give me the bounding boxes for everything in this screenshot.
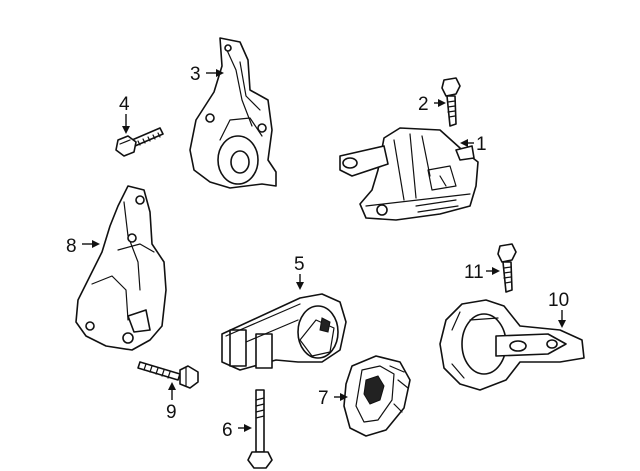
callout-4: 4 bbox=[119, 94, 130, 134]
callout-6-label: 6 bbox=[222, 420, 233, 441]
part-6-bolt bbox=[247, 389, 273, 469]
callout-7: 7 bbox=[318, 388, 348, 409]
part-1-engine-mount bbox=[339, 127, 479, 221]
part-10-mount bbox=[439, 299, 585, 391]
callout-6: 6 bbox=[222, 420, 252, 441]
part-8-bracket bbox=[75, 185, 167, 351]
callout-3: 3 bbox=[190, 64, 224, 85]
part-9-bolt bbox=[137, 361, 199, 389]
callout-8: 8 bbox=[66, 236, 100, 257]
callout-11-label: 11 bbox=[464, 262, 484, 283]
part-2-bolt bbox=[441, 77, 461, 127]
part-7-heat-shield bbox=[343, 355, 411, 437]
part-3-mount-bracket bbox=[189, 37, 277, 189]
callout-2: 2 bbox=[418, 94, 446, 115]
part-5-transmission-mount bbox=[221, 293, 347, 371]
callout-1-label: 1 bbox=[476, 134, 487, 155]
callout-10: 10 bbox=[548, 290, 569, 328]
callout-5: 5 bbox=[294, 254, 305, 290]
callout-7-label: 7 bbox=[318, 388, 329, 409]
callout-11: 11 bbox=[464, 262, 500, 283]
callout-4-label: 4 bbox=[119, 94, 130, 115]
callout-8-label: 8 bbox=[66, 236, 77, 257]
callout-9: 9 bbox=[166, 382, 177, 423]
callout-10-label: 10 bbox=[548, 290, 569, 311]
callout-2-label: 2 bbox=[418, 94, 429, 115]
callout-5-label: 5 bbox=[294, 254, 305, 275]
callout-9-label: 9 bbox=[166, 402, 177, 423]
part-11-bolt bbox=[497, 243, 517, 293]
part-4-bolt bbox=[115, 127, 164, 157]
callout-1: 1 bbox=[460, 134, 487, 155]
callout-3-label: 3 bbox=[190, 64, 201, 85]
